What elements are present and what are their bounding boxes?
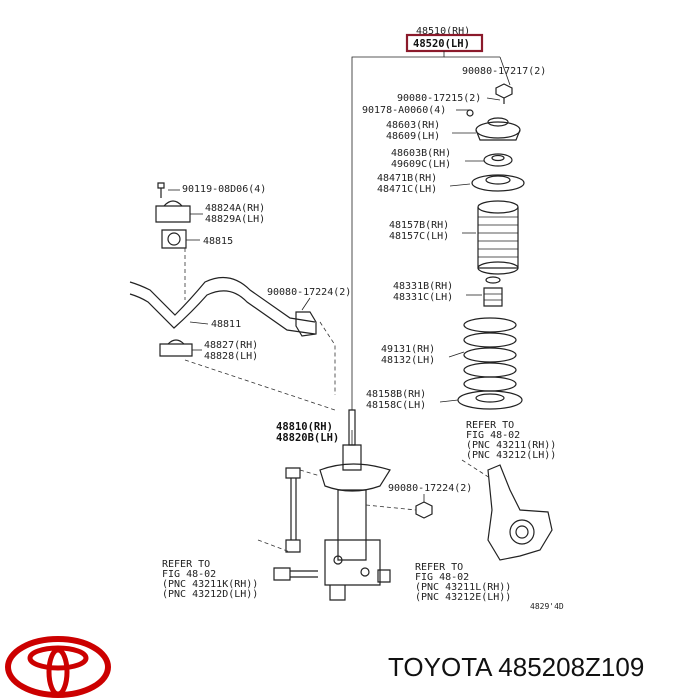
label-48603b-rh: 48603B(RH) — [391, 148, 451, 159]
label-90080-17224-a: 90080-17224(2) — [267, 287, 351, 298]
label-49609c-lh: 49609C(LH) — [391, 159, 451, 170]
label-48132-lh: 48132(LH) — [381, 355, 435, 366]
label-48827-rh: 48827(RH) — [204, 340, 258, 351]
label-48471c-lh: 48471C(LH) — [377, 184, 437, 195]
leader-line — [189, 321, 209, 325]
label-48811: 48811 — [211, 319, 241, 330]
boot-part — [477, 200, 519, 275]
refer-bottom-2: FIG 48-02 — [415, 572, 469, 583]
main-leader-line — [351, 51, 445, 410]
bearing-part — [483, 153, 513, 167]
figure-code: 4829'4D — [530, 602, 564, 611]
header-part-lh[interactable]: 48520(LH) — [413, 38, 470, 50]
refer-bottom-4: (PNC 43212E(LH)) — [415, 592, 511, 603]
bolt-lower-part — [273, 567, 318, 581]
refer-right-4: (PNC 43212(LH)) — [466, 450, 556, 461]
label-48157b-rh: 48157B(RH) — [389, 220, 449, 231]
coil-spring-part — [463, 317, 517, 392]
upper-mount-part — [466, 109, 521, 141]
label-48158c-lh: 48158C(LH) — [366, 400, 426, 411]
refer-right-1: REFER TO — [466, 420, 514, 431]
label-48157c-lh: 48157C(LH) — [389, 231, 449, 242]
dashed-guide — [319, 321, 336, 395]
label-48471b-rh: 48471B(RH) — [377, 173, 437, 184]
label-90178-a0060: 90178-A0060(4) — [362, 105, 446, 116]
stabilizer-bracket-lower — [159, 339, 202, 357]
label-90080-17217: 90080-17217(2) — [462, 66, 546, 77]
leader-line — [486, 97, 501, 101]
nut-lower-part — [415, 494, 433, 519]
label-48815: 48815 — [203, 236, 233, 247]
label-48828-lh: 48828(LH) — [204, 351, 258, 362]
label-48824a-rh: 48824A(RH) — [205, 203, 265, 214]
nut-bolt-right-part — [377, 569, 391, 583]
steering-knuckle-part — [461, 459, 553, 561]
dashed-guide — [257, 539, 291, 553]
spring-seat-upper — [471, 174, 525, 192]
label-48829a-lh: 48829A(LH) — [205, 214, 265, 225]
toyota-logo-icon — [5, 636, 111, 698]
label-48609-lh: 48609(LH) — [386, 131, 440, 142]
leader-line — [449, 183, 471, 187]
refer-left-2: FIG 48-02 — [162, 569, 216, 580]
leader-line — [499, 56, 511, 86]
stabilizer-link-part — [285, 467, 321, 553]
brand-part-number: TOYOTA 485208Z109 — [388, 652, 645, 682]
label-90080-17224-b: 90080-17224(2) — [388, 483, 472, 494]
bump-stopper-part — [483, 276, 503, 307]
label-90080-17215: 90080-17215(2) — [397, 93, 481, 104]
stabilizer-bar-part — [129, 276, 317, 337]
label-48820b-lh: 48820B(LH) — [276, 432, 339, 444]
leader-line — [448, 351, 465, 358]
label-90119-08d06: 90119-08D06(4) — [182, 184, 266, 195]
highlight-box — [405, 33, 484, 53]
label-48810-rh: 48810(RH) — [276, 421, 333, 433]
dashed-guide — [184, 359, 336, 411]
header-part-rh: 48510(RH) — [416, 26, 470, 37]
label-48158b-rh: 48158B(RH) — [366, 389, 426, 400]
refer-bottom-3: (PNC 43211L(RH)) — [415, 582, 511, 593]
nut-part — [495, 83, 513, 104]
spring-seat-lower — [457, 390, 523, 410]
refer-right-3: (PNC 43211(RH)) — [466, 440, 556, 451]
label-49131-rh: 49131(RH) — [381, 344, 435, 355]
refer-left-3: (PNC 43211K(RH)) — [162, 579, 258, 590]
refer-left-4: (PNC 43212D(LH)) — [162, 589, 258, 600]
strut-assembly-part — [319, 409, 391, 601]
stabilizer-bracket-part — [155, 200, 203, 223]
bolt-part — [157, 182, 165, 198]
leader-line — [301, 297, 311, 311]
bushing-part — [161, 229, 200, 249]
dashed-guide — [365, 504, 417, 511]
leader-line — [439, 399, 459, 403]
label-48603-rh: 48603(RH) — [386, 120, 440, 131]
refer-left-1: REFER TO — [162, 559, 210, 570]
label-48331c-lh: 48331C(LH) — [393, 292, 453, 303]
refer-bottom-1: REFER TO — [415, 562, 463, 573]
label-48331b-rh: 48331B(RH) — [393, 281, 453, 292]
refer-right-2: FIG 48-02 — [466, 430, 520, 441]
